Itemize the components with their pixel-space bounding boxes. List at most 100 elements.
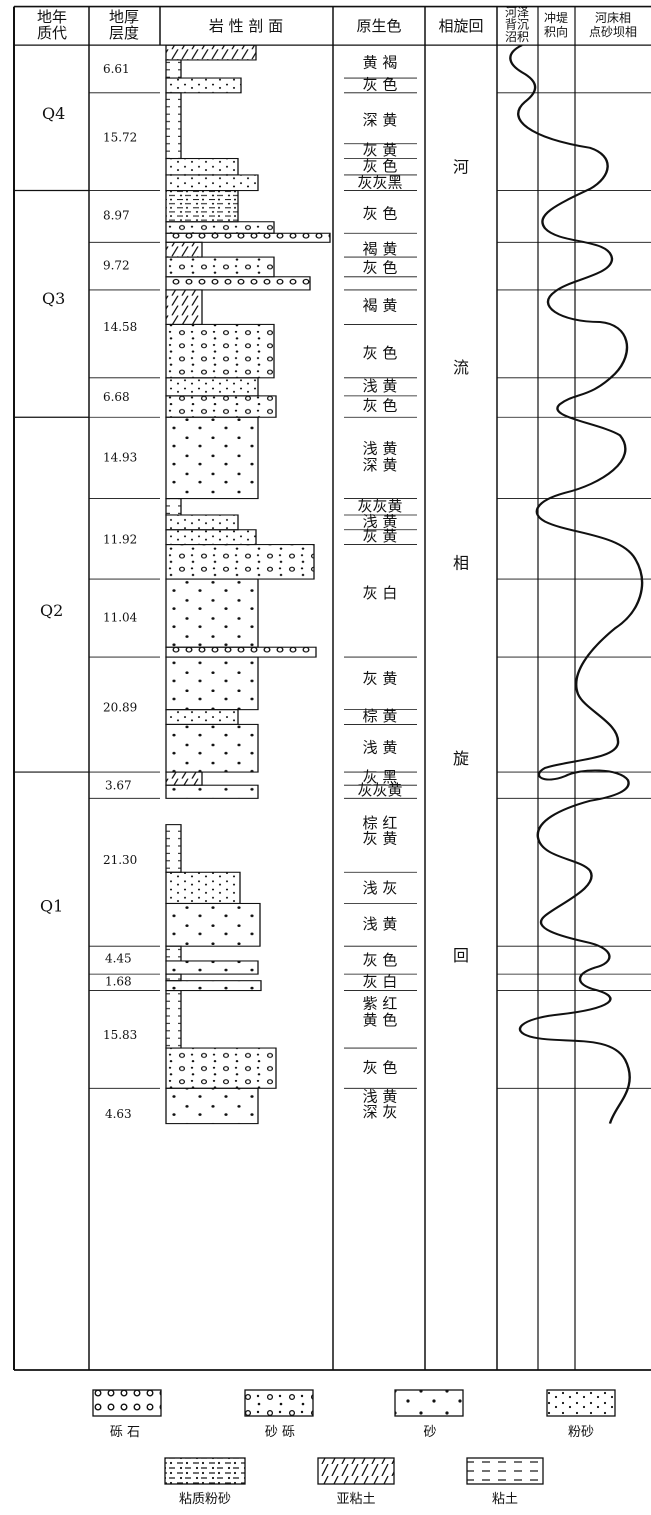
header-sub-3-1: 河床相	[595, 11, 631, 25]
header-era-2: 质代	[37, 24, 67, 42]
thickness-values: 6.61 15.72 8.97 9.72 14.58 6.68 14.93 11…	[103, 62, 138, 1121]
layer-subclay	[166, 242, 202, 257]
header-sub-2-2: 积向	[544, 24, 568, 39]
legend	[93, 1390, 615, 1484]
legend-label-clayeysilt: 粘质粉砂	[179, 1492, 231, 1507]
color-label: 灰 色	[363, 204, 398, 222]
era-q4: Q4	[42, 104, 65, 123]
layer-sand	[166, 657, 258, 710]
legend-swatch-gravel	[93, 1390, 161, 1416]
header-profile: 岩 性 剖 面	[209, 17, 283, 35]
color-label: 灰 色	[363, 344, 398, 362]
layer-sand	[166, 417, 258, 498]
color-label: 浅 黄	[363, 738, 398, 756]
header-sub-3-2: 点砂坝相	[589, 25, 637, 39]
layer-silt	[166, 159, 238, 175]
legend-label-sand: 砂	[423, 1425, 436, 1440]
layer-sandgravel	[166, 1048, 276, 1088]
facies-char: 流	[453, 358, 469, 377]
legend-swatch-silt	[547, 1390, 615, 1416]
color-label: 深 黄	[363, 456, 398, 474]
color-label: 黄 色	[363, 1011, 398, 1029]
layer-clay	[166, 60, 181, 78]
era-labels: Q4 Q3 Q2 Q1	[40, 104, 65, 916]
facies-column: 河 流 相 旋 回	[453, 157, 469, 964]
legend-label-subclay: 亚粘土	[336, 1492, 375, 1507]
legend-label-gravel: 砾 石	[110, 1425, 140, 1440]
color-label: 灰 色	[363, 259, 398, 277]
layer-silt	[166, 785, 258, 798]
layer-silt	[166, 530, 256, 545]
header-thickness-2: 层度	[109, 24, 139, 42]
color-label: 灰 色	[363, 157, 398, 175]
layer-sand	[166, 961, 258, 974]
legend-swatch-clay	[467, 1458, 543, 1484]
table-scaler: 地年 质代 地厚 层度 岩 性 剖 面 原生色 相旋回 河泽 背沉 沼积 冲堤 …	[14, 5, 651, 1370]
thickness-value: 20.89	[103, 700, 137, 714]
thickness-value: 3.67	[105, 778, 132, 792]
layer-sandgravel	[166, 545, 314, 579]
layer-sand	[166, 903, 260, 946]
thickness-value: 6.61	[103, 62, 130, 76]
era-q1: Q1	[40, 897, 63, 916]
color-label: 褐 黄	[363, 296, 398, 314]
color-label: 灰 色	[363, 1059, 398, 1077]
color-label: 灰灰黑	[358, 173, 403, 191]
header: 地年 质代 地厚 层度 岩 性 剖 面 原生色 相旋回 河泽 背沉 沼积 冲堤 …	[37, 5, 637, 44]
layer-clay	[166, 825, 181, 873]
color-column: 黄 褐 灰 色 深 黄 灰 黄 灰 色 灰灰黑 灰 色 褐 黄 灰 色 褐 黄 …	[344, 53, 417, 1121]
facies-char: 相	[453, 553, 469, 572]
legend-label-silt: 粉砂	[568, 1425, 594, 1440]
layer-silt	[166, 515, 238, 530]
layer-sandgravel	[166, 396, 276, 417]
thickness-value: 4.45	[105, 952, 132, 966]
layer-gravel	[166, 647, 316, 657]
color-label: 灰 色	[363, 76, 398, 94]
layer-subclay	[166, 45, 256, 60]
layer-clay	[166, 499, 181, 515]
era-q2: Q2	[40, 601, 63, 620]
color-label: 紫 红	[363, 995, 398, 1013]
legend-label-sandgravel: 砂 砾	[265, 1425, 295, 1440]
header-color: 原生色	[357, 17, 402, 35]
color-label: 深 灰	[363, 1103, 398, 1121]
layer-clay	[166, 991, 181, 1048]
facies-cycle-curve	[510, 45, 642, 1123]
color-label: 灰 白	[363, 584, 398, 602]
color-label: 浅 黄	[363, 439, 398, 457]
facies-char: 河	[453, 157, 469, 176]
layer-clay	[166, 93, 181, 159]
color-label: 深 黄	[363, 111, 398, 129]
legend-swatch-sandgravel	[245, 1390, 313, 1416]
layer-subclay	[166, 290, 202, 324]
thickness-value: 4.63	[105, 1107, 132, 1121]
thickness-value: 6.68	[103, 390, 130, 404]
header-facies: 相旋回	[439, 17, 484, 35]
layer-sandgravel	[166, 324, 274, 377]
legend-swatch-sand	[395, 1390, 463, 1416]
layer-sand	[166, 579, 258, 647]
header-sub-2-1: 冲堤	[544, 10, 568, 25]
thickness-value: 1.68	[105, 975, 132, 989]
facies-char: 旋	[453, 749, 469, 768]
thickness-value: 14.58	[103, 320, 137, 334]
thickness-value: 15.83	[103, 1028, 137, 1042]
layer-sand	[166, 175, 258, 191]
color-label: 灰 黄	[363, 527, 398, 545]
lithologic-profile	[166, 45, 330, 1123]
thickness-value: 21.30	[103, 853, 137, 867]
color-label: 灰 黄	[363, 830, 398, 848]
layer-subclay	[166, 772, 202, 785]
header-sub-1-3: 沼积	[505, 30, 529, 44]
thickness-value: 8.97	[103, 208, 130, 222]
color-label: 灰灰黄	[358, 781, 403, 799]
color-label: 灰 白	[363, 972, 398, 990]
color-label: 灰 色	[363, 397, 398, 415]
facies-char: 回	[453, 946, 469, 965]
thickness-value: 14.93	[103, 451, 137, 465]
layer-sand	[166, 724, 258, 772]
color-label: 灰 黄	[363, 669, 398, 687]
thickness-value: 11.92	[103, 533, 137, 547]
color-label: 浅 灰	[363, 879, 398, 897]
